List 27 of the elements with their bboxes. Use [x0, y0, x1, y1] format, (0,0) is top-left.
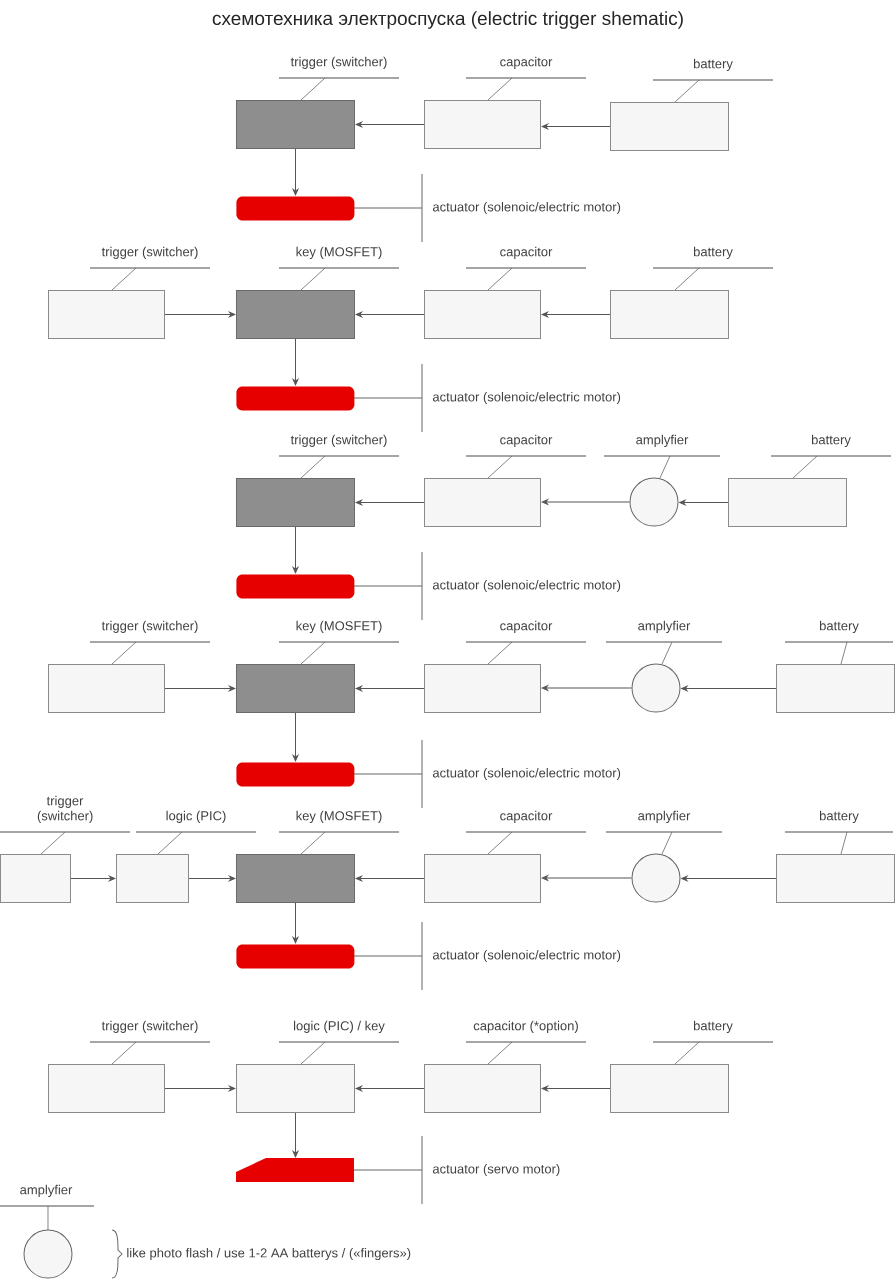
- arrow: [541, 875, 632, 881]
- arrow: [541, 499, 630, 505]
- arrow: [541, 123, 611, 130]
- arrow: [70, 875, 116, 882]
- arrow: [541, 1085, 611, 1092]
- arrow: [355, 311, 425, 318]
- arrow: [292, 526, 299, 574]
- arrow: [292, 338, 299, 386]
- arrow: [164, 311, 236, 318]
- arrow: [164, 1085, 236, 1092]
- arrow: [681, 685, 777, 692]
- arrow: [355, 685, 425, 692]
- arrow: [292, 148, 299, 196]
- arrow: [355, 121, 425, 128]
- arrow: [679, 499, 729, 506]
- arrow: [292, 902, 299, 944]
- arrow: [188, 875, 236, 882]
- arrow: [164, 685, 236, 692]
- arrow: [541, 685, 632, 691]
- arrow: [681, 875, 777, 882]
- arrow: [541, 311, 611, 318]
- title: схемотехника электроспуска (electric trigger shematic): [212, 11, 683, 29]
- arrow: [355, 499, 425, 506]
- arrow: [292, 1112, 299, 1158]
- arrow: [292, 712, 299, 762]
- arrow: [355, 875, 425, 882]
- arrow: [355, 1085, 425, 1092]
